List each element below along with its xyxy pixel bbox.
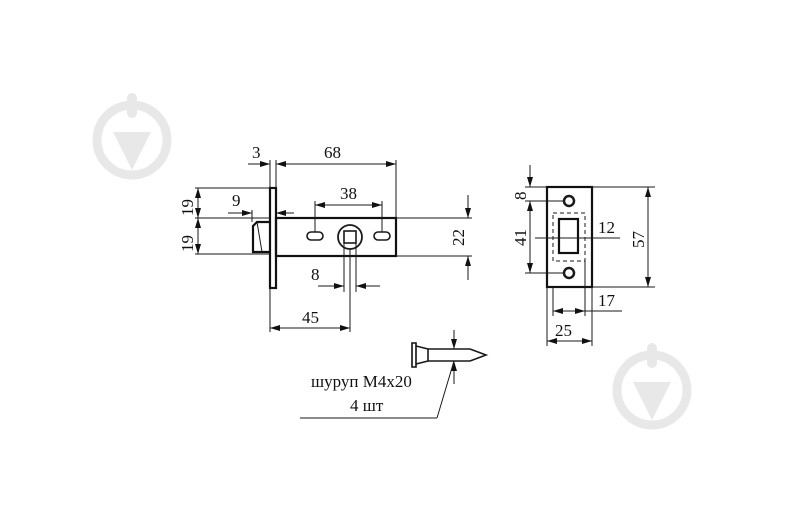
- dim-total-height: 57: [629, 231, 648, 249]
- latch-side-view: 3 68 38 9 19 19 22 8 4: [178, 143, 472, 332]
- dim-spindle-square: 8: [311, 265, 320, 284]
- dim-opening-depth: 17: [598, 291, 616, 310]
- dim-body-height: 22: [449, 229, 468, 246]
- strike-plate-view: 8 41 12 57 17 25: [511, 165, 655, 346]
- screw-quantity: 4 шт: [350, 396, 384, 415]
- dim-faceplate-thickness: 3: [252, 143, 261, 162]
- dim-top-offset: 8: [511, 192, 530, 201]
- dim-lower-half: 19: [178, 235, 197, 252]
- trowel-logo-icon: [92, 93, 172, 180]
- dim-hole-spacing: 41: [511, 229, 530, 246]
- dim-backset: 45: [302, 308, 319, 327]
- dim-opening-width: 12: [598, 218, 615, 237]
- dim-upper-half: 19: [178, 199, 197, 216]
- trowel-logo-icon: [612, 343, 692, 430]
- dim-total-width: 25: [555, 321, 572, 340]
- screw-label: шуруп М4х20: [311, 372, 412, 391]
- screw-drawing: шуруп М4х20 4 шт: [300, 330, 489, 419]
- dim-screw-hole-spacing: 38: [340, 184, 357, 203]
- dim-latch-projection: 9: [232, 191, 241, 210]
- dim-body-length: 68: [324, 143, 341, 162]
